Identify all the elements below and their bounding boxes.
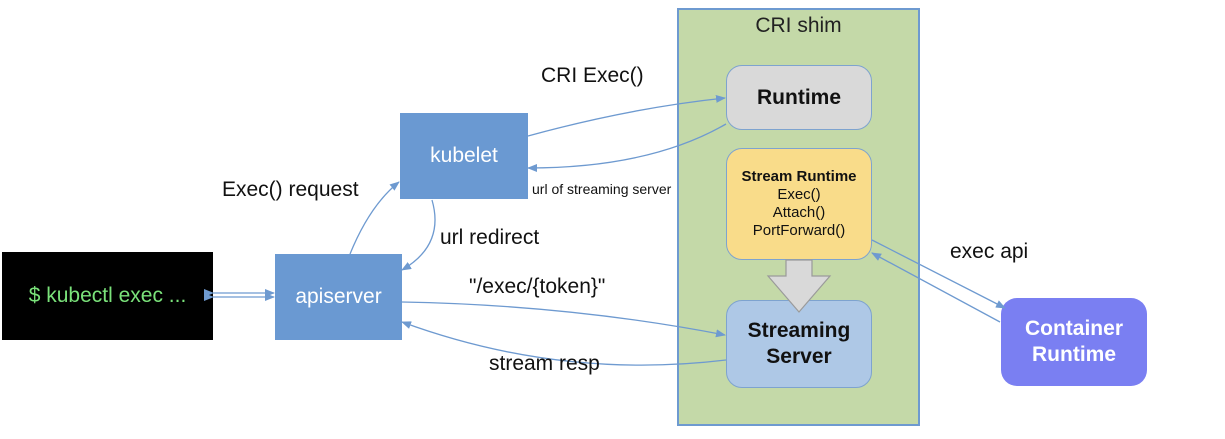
url-of-streaming-server-arrow bbox=[527, 123, 727, 172]
terminal-box: $ kubectl exec ... bbox=[2, 252, 213, 340]
cri-exec-label: CRI Exec() bbox=[541, 64, 644, 87]
stream-runtime-method-exec: Exec() bbox=[777, 186, 821, 203]
kubelet-box: kubelet bbox=[400, 113, 528, 199]
container-runtime-label-line1: Container bbox=[1024, 317, 1123, 340]
exec-api-label: exec api bbox=[950, 240, 1029, 263]
terminal-command: $ kubectl exec ... bbox=[28, 284, 187, 307]
stream-runtime-box: Stream Runtime Exec() Attach() PortForwa… bbox=[726, 148, 872, 260]
exec-request-arrow bbox=[349, 181, 400, 255]
url-redirect-label: url redirect bbox=[440, 226, 540, 249]
url-of-streaming-server-label: url of streaming server bbox=[532, 181, 672, 197]
kubelet-label: kubelet bbox=[430, 144, 498, 167]
exec-api-arrow-out bbox=[871, 239, 1006, 309]
streaming-server-label-line1: Streaming bbox=[747, 319, 851, 342]
apiserver-label: apiserver bbox=[295, 285, 382, 308]
cri-shim-title: CRI shim bbox=[755, 14, 842, 37]
exec-request-label: Exec() request bbox=[222, 178, 359, 201]
apiserver-box: apiserver bbox=[275, 254, 402, 340]
runtime-label: Runtime bbox=[757, 85, 841, 109]
container-runtime-label-line2: Runtime bbox=[1032, 343, 1116, 366]
streaming-server-box: Streaming Server bbox=[726, 300, 872, 388]
exec-token-label: "/exec/{token}" bbox=[469, 275, 606, 298]
streaming-server-label-line2: Server bbox=[766, 345, 832, 368]
cri-exec-arrow bbox=[527, 94, 726, 137]
stream-runtime-method-attach: Attach() bbox=[772, 204, 826, 221]
container-runtime-box: Container Runtime bbox=[1001, 298, 1147, 386]
url-redirect-arrow bbox=[401, 199, 436, 271]
exec-token-arrow bbox=[401, 301, 726, 338]
stream-resp-label: stream resp bbox=[489, 352, 600, 375]
stream-resp-arrow bbox=[401, 321, 727, 366]
runtime-box: Runtime bbox=[726, 65, 872, 130]
stream-runtime-down-arrow bbox=[766, 259, 832, 313]
stream-runtime-method-portforward: PortForward() bbox=[752, 222, 846, 239]
stream-runtime-title: Stream Runtime bbox=[741, 168, 857, 185]
exec-api-arrow-back bbox=[871, 252, 1001, 323]
